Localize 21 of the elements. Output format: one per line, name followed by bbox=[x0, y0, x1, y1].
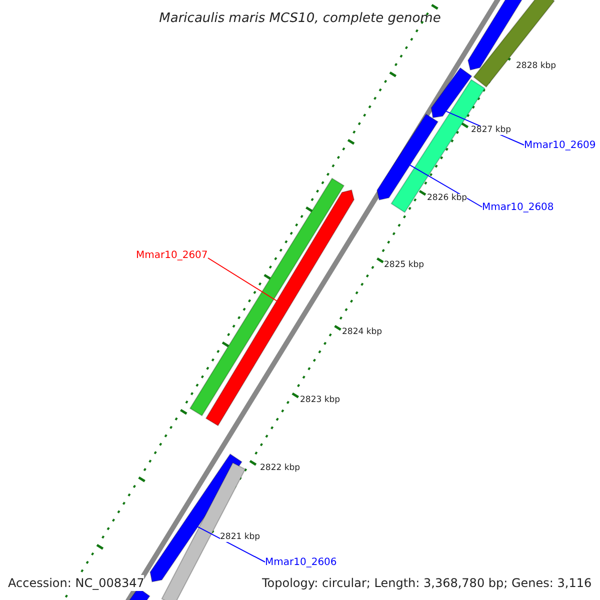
scale-label: 2822 kbp bbox=[260, 464, 300, 472]
gene-label: Mmar10_2609 bbox=[524, 139, 596, 152]
title: Maricaulis maris MCS10, complete genome bbox=[158, 10, 442, 28]
scale-label: 2823 kbp bbox=[300, 396, 340, 404]
scale-label: 2825 kbp bbox=[384, 261, 424, 270]
info-text: Accession: NC_008347 bbox=[8, 575, 144, 591]
gene-bar bbox=[473, 0, 555, 88]
scale-label: 2824 kbp bbox=[342, 328, 382, 336]
gene-label: Mmar10_2606 bbox=[265, 556, 337, 569]
gene-bar bbox=[430, 67, 472, 118]
leader-line bbox=[409, 164, 482, 208]
leader-line bbox=[208, 258, 278, 302]
gene-label: Mmar10_2608 bbox=[482, 201, 554, 214]
scale-label: 2826 kbp bbox=[427, 194, 468, 202]
scale-label: 2827 kbp bbox=[471, 126, 512, 134]
gene-label: Mmar10_2607 bbox=[136, 249, 208, 262]
scale-label: 2828 kbp bbox=[516, 62, 556, 70]
scale-label: 2821 kbp bbox=[220, 533, 260, 542]
info-text: Topology: circular; Length: 3,368,780 bp; Genes: 3,116 bbox=[262, 575, 592, 591]
gene-bar bbox=[161, 462, 246, 600]
leader-line bbox=[197, 526, 266, 562]
